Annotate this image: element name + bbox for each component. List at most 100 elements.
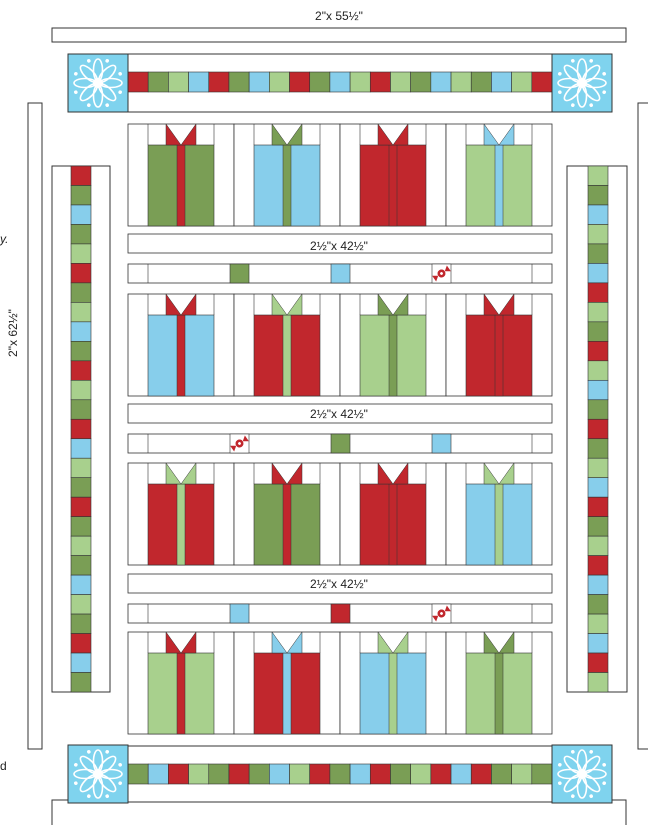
candy-icon xyxy=(432,605,451,622)
strip-square xyxy=(390,763,411,785)
present-ribbon xyxy=(282,144,292,227)
strip-square xyxy=(349,763,371,785)
strip-square xyxy=(248,71,270,93)
stray-text-left: y. xyxy=(0,232,8,246)
spacer-square xyxy=(431,433,452,454)
sashing-label-1: 2½"x 42½" xyxy=(310,239,368,253)
strip-square xyxy=(127,763,149,785)
strip-square xyxy=(70,652,92,673)
strip-square xyxy=(587,243,609,264)
present-ribbon xyxy=(388,652,398,735)
strip-square xyxy=(410,763,432,785)
sashing-strip xyxy=(127,233,553,254)
present-bow-left xyxy=(377,631,394,654)
strip-square xyxy=(587,341,609,362)
strip-square xyxy=(70,672,92,693)
candy-icon xyxy=(432,265,451,282)
snowflake-dot xyxy=(571,103,575,107)
snowflake-dot xyxy=(74,90,78,94)
strip-square xyxy=(70,477,92,498)
strip-square xyxy=(70,243,92,264)
strip-square xyxy=(511,71,533,93)
present-bow-right xyxy=(180,631,197,654)
candy-swirl xyxy=(440,272,443,275)
present-ribbon xyxy=(282,483,292,566)
right-outer-border-strip xyxy=(637,102,648,750)
snowflake-dot xyxy=(105,59,109,63)
present-ribbon xyxy=(176,652,186,735)
present-bow-left xyxy=(377,293,394,316)
snowflake-dot xyxy=(74,781,78,785)
strip-square xyxy=(188,71,210,93)
strip-square xyxy=(70,613,92,634)
snowflake-center xyxy=(93,769,103,779)
strip-square xyxy=(587,379,609,401)
strip-square xyxy=(289,763,311,785)
candy-wrap-right xyxy=(242,435,249,442)
strip-square xyxy=(70,516,92,537)
snowflake-dot xyxy=(571,794,575,798)
strip-square xyxy=(390,71,411,93)
strip-square xyxy=(70,224,92,245)
present-ribbon xyxy=(388,144,398,227)
snowflake-icon xyxy=(73,58,123,108)
snowflake-dot xyxy=(571,750,575,754)
snowflake-block xyxy=(551,53,613,113)
strip-square xyxy=(587,282,609,303)
snowflake-dot xyxy=(558,763,562,767)
present-bow-left xyxy=(271,631,288,654)
present-ribbon xyxy=(176,314,186,397)
present-ribbon xyxy=(494,652,504,735)
present-bow-right xyxy=(286,631,303,654)
strip-square xyxy=(329,763,351,785)
strip-square xyxy=(248,763,270,785)
strip-square xyxy=(587,321,609,342)
candy-swirl xyxy=(238,442,241,445)
strip-square xyxy=(70,594,92,615)
strip-square xyxy=(70,438,92,459)
present-ribbon xyxy=(176,144,186,227)
strip-square xyxy=(70,321,92,342)
present-bow-right xyxy=(286,123,303,146)
candy-wrap-left xyxy=(230,445,237,452)
snowflake-dot xyxy=(118,90,122,94)
top-border-strip xyxy=(51,27,627,43)
strip-square xyxy=(168,763,189,785)
spacer-square xyxy=(330,263,351,284)
strip-square xyxy=(587,516,609,537)
present-ribbon xyxy=(494,314,504,397)
present-bow-right xyxy=(180,123,197,146)
snowflake-dot xyxy=(602,90,606,94)
strip-square xyxy=(309,71,331,93)
strip-square xyxy=(450,71,472,93)
strip-square xyxy=(369,71,391,93)
present-bow-right xyxy=(498,462,515,485)
strip-square xyxy=(70,633,92,654)
present-bow-left xyxy=(165,631,182,654)
strip-square xyxy=(470,71,492,93)
present-ribbon xyxy=(282,652,292,735)
strip-square xyxy=(450,763,472,785)
present-bow-left xyxy=(483,462,500,485)
present-bow-right xyxy=(392,631,409,654)
strip-square xyxy=(70,204,92,225)
present-bow-left xyxy=(271,462,288,485)
strip-square xyxy=(587,302,609,323)
stray-text-bottom: d xyxy=(0,759,7,773)
sashing-strip xyxy=(127,573,553,594)
strip-square xyxy=(587,652,609,673)
candy-wrap-right xyxy=(444,605,451,612)
strip-square xyxy=(587,555,609,576)
strip-square xyxy=(70,282,92,303)
present-bow-right xyxy=(498,123,515,146)
snowflake-dot xyxy=(589,103,593,107)
strip-square xyxy=(587,165,609,186)
strip-square xyxy=(587,418,609,440)
present-ribbon xyxy=(282,314,292,397)
top-pieced-strip xyxy=(127,71,553,93)
strip-square xyxy=(587,263,609,284)
present-bow-left xyxy=(483,293,500,316)
snowflake-dot xyxy=(589,794,593,798)
sashing-label-2: 2½"x 42½" xyxy=(310,407,368,421)
